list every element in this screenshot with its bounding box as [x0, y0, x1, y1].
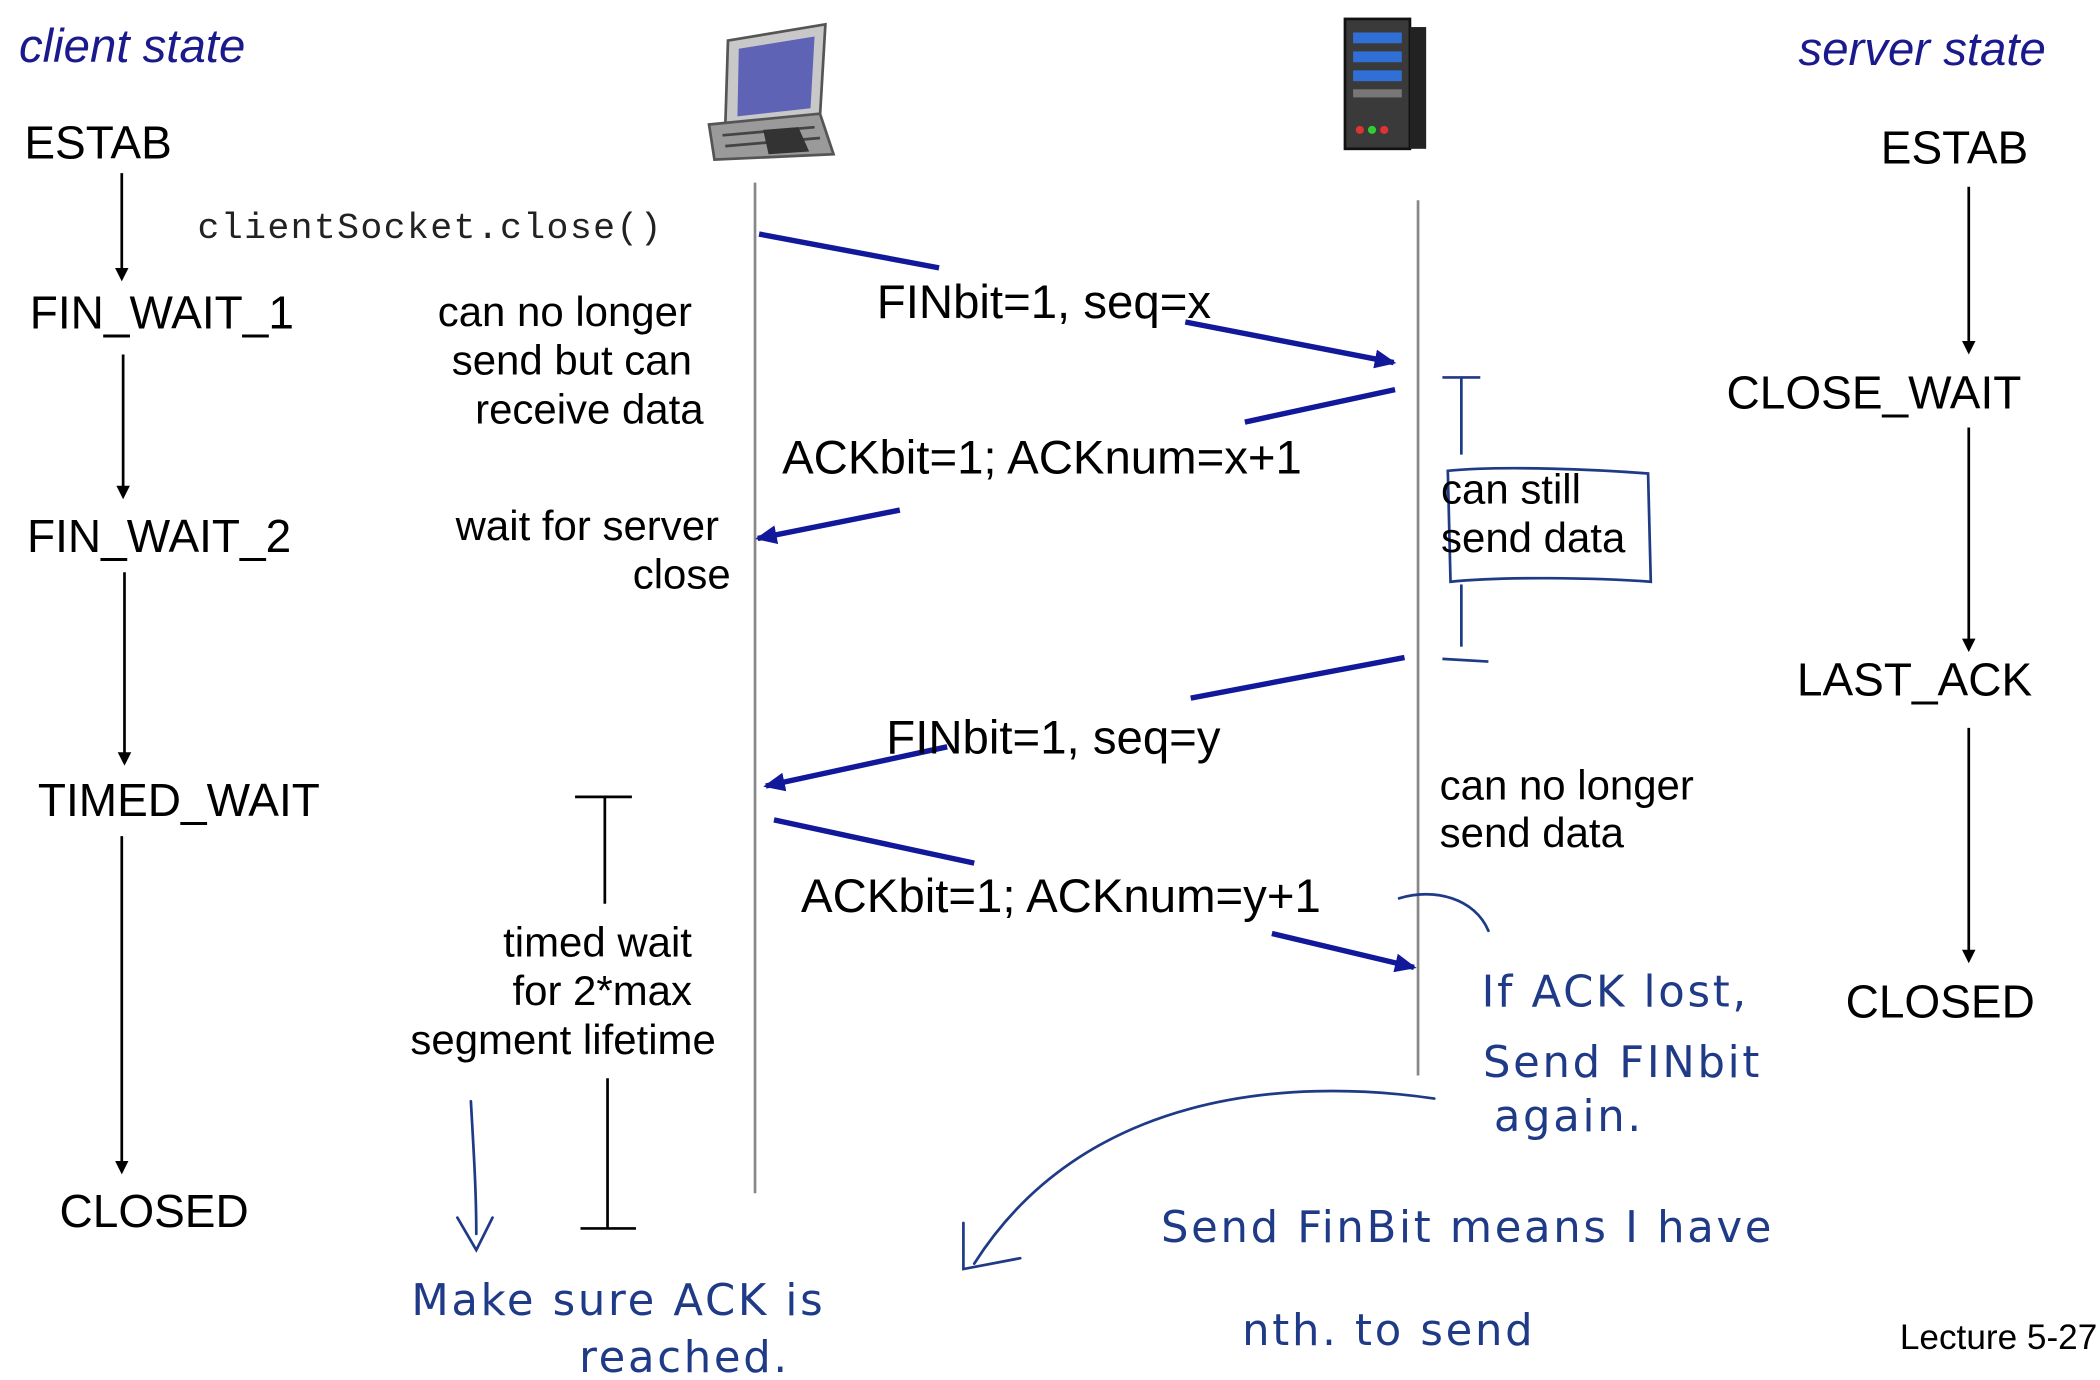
- client-close-call: clientSocket.close(): [198, 208, 663, 249]
- server-tower-icon: [1343, 17, 1427, 151]
- can-still-send-bracket: [1442, 376, 1653, 663]
- msg-ack-server: ACKbit=1; ACKnum=x+1: [782, 432, 1302, 485]
- note-can-still-send: can still send data: [1441, 465, 1626, 561]
- timed-wait-bracket: [575, 795, 636, 1230]
- hand-note-send-finbit: Send FinBit means I have nth. to send: [1161, 1203, 1791, 1356]
- msg-fin-server: FINbit=1, seq=y: [886, 712, 1221, 765]
- note-fin-wait-1: can no longer send but can receive data: [438, 288, 705, 432]
- client-state-timed-wait: TIMED_WAIT: [38, 774, 320, 826]
- client-state-fin-wait-2: FIN_WAIT_2: [27, 510, 291, 562]
- client-state-estab: ESTAB: [24, 116, 171, 168]
- ack-server-arrow-head: [755, 507, 901, 545]
- hand-note-make-sure: Make sure ACK is reached.: [411, 1276, 842, 1380]
- ack-client-arrow-tail: [773, 817, 975, 866]
- handwritten-strokes: [455, 892, 1490, 1271]
- slide-number: Lecture 5-27: [1900, 1318, 2097, 1357]
- fin-server-arrow-head: [763, 744, 948, 792]
- server-state-last-ack: LAST_ACK: [1797, 653, 2033, 705]
- client-state-header: client state: [19, 20, 245, 73]
- server-state-closed: CLOSED: [1846, 975, 2035, 1027]
- ack-client-arrow-head: [1271, 930, 1417, 973]
- note-timed-wait: timed wait for 2*max segment lifetime: [410, 919, 715, 1063]
- note-fin-wait-2: wait for server close: [455, 502, 731, 598]
- server-state-close-wait: CLOSE_WAIT: [1727, 367, 2022, 419]
- msg-ack-client: ACKbit=1; ACKnum=y+1: [801, 870, 1321, 923]
- fin-client-arrow-tail: [758, 231, 940, 271]
- client-state-closed: CLOSED: [60, 1185, 249, 1237]
- note-server-no-longer: can no longer send data: [1440, 762, 1706, 856]
- fin-server-arrow-tail: [1190, 654, 1406, 701]
- fin-client-arrow-head: [1184, 319, 1397, 369]
- hand-note-ack-lost: If ACK lost, Send FINbit again.: [1482, 968, 1779, 1142]
- server-state-estab: ESTAB: [1881, 122, 2028, 174]
- desktop-computer-icon: [707, 22, 836, 162]
- server-state-header: server state: [1799, 23, 2046, 76]
- ack-server-arrow-tail: [1244, 386, 1396, 425]
- client-state-fin-wait-1: FIN_WAIT_1: [30, 287, 294, 339]
- msg-fin-client: FINbit=1, seq=x: [877, 276, 1212, 329]
